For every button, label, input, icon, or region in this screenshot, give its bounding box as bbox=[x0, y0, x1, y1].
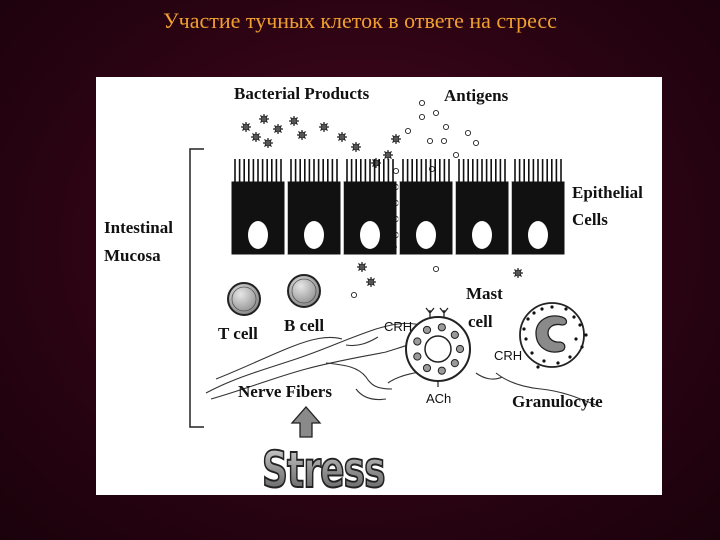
stress-label: Stress bbox=[262, 442, 385, 495]
nerve-fibers bbox=[205, 322, 597, 406]
label-b-cell: B cell bbox=[284, 316, 324, 335]
epithelial-nucleus bbox=[304, 221, 324, 249]
label-crh-left: CRH bbox=[384, 319, 412, 334]
label-cells: Cells bbox=[572, 210, 608, 229]
diagram-panel: Bacterial Products Antigens Intestinal M… bbox=[96, 77, 662, 495]
epithelial-layer bbox=[231, 159, 565, 255]
b-cell-shape bbox=[287, 274, 321, 308]
b-cell-nucleus bbox=[291, 278, 317, 304]
label-ach: ACh bbox=[426, 391, 451, 406]
epithelial-nucleus bbox=[416, 221, 436, 249]
label-intestinal: Intestinal bbox=[104, 218, 173, 237]
microvilli bbox=[234, 159, 562, 182]
t-cell-shape bbox=[227, 282, 261, 316]
granulocyte-cell bbox=[519, 302, 588, 369]
label-crh-right: CRH bbox=[494, 348, 522, 363]
label-mucosa: Mucosa bbox=[104, 246, 161, 265]
slide-title: Участие тучных клеток в ответе на стресс bbox=[163, 8, 557, 33]
label-epithelial: Epithelial bbox=[572, 183, 643, 202]
label-mast: Mast bbox=[466, 284, 503, 303]
epithelial-nucleus bbox=[360, 221, 380, 249]
label-antigens: Antigens bbox=[444, 86, 509, 105]
epithelial-cell bbox=[287, 181, 341, 255]
epithelial-nucleus bbox=[248, 221, 268, 249]
mast-cell bbox=[405, 307, 471, 387]
mucosa-bracket bbox=[189, 148, 204, 428]
mucosa-diagram: Bacterial Products Antigens Intestinal M… bbox=[104, 84, 643, 495]
label-mast-cell: cell bbox=[468, 312, 493, 331]
stress-arrow bbox=[290, 406, 322, 438]
label-nerve-fibers: Nerve Fibers bbox=[238, 382, 332, 401]
label-granulocyte: Granulocyte bbox=[512, 392, 603, 411]
epithelial-cells bbox=[231, 181, 565, 255]
epithelial-nucleus bbox=[472, 221, 492, 249]
label-t-cell: T cell bbox=[218, 324, 258, 343]
epithelial-nucleus bbox=[528, 221, 548, 249]
t-cell-nucleus bbox=[231, 286, 257, 312]
label-bacterial-products: Bacterial Products bbox=[234, 84, 370, 103]
